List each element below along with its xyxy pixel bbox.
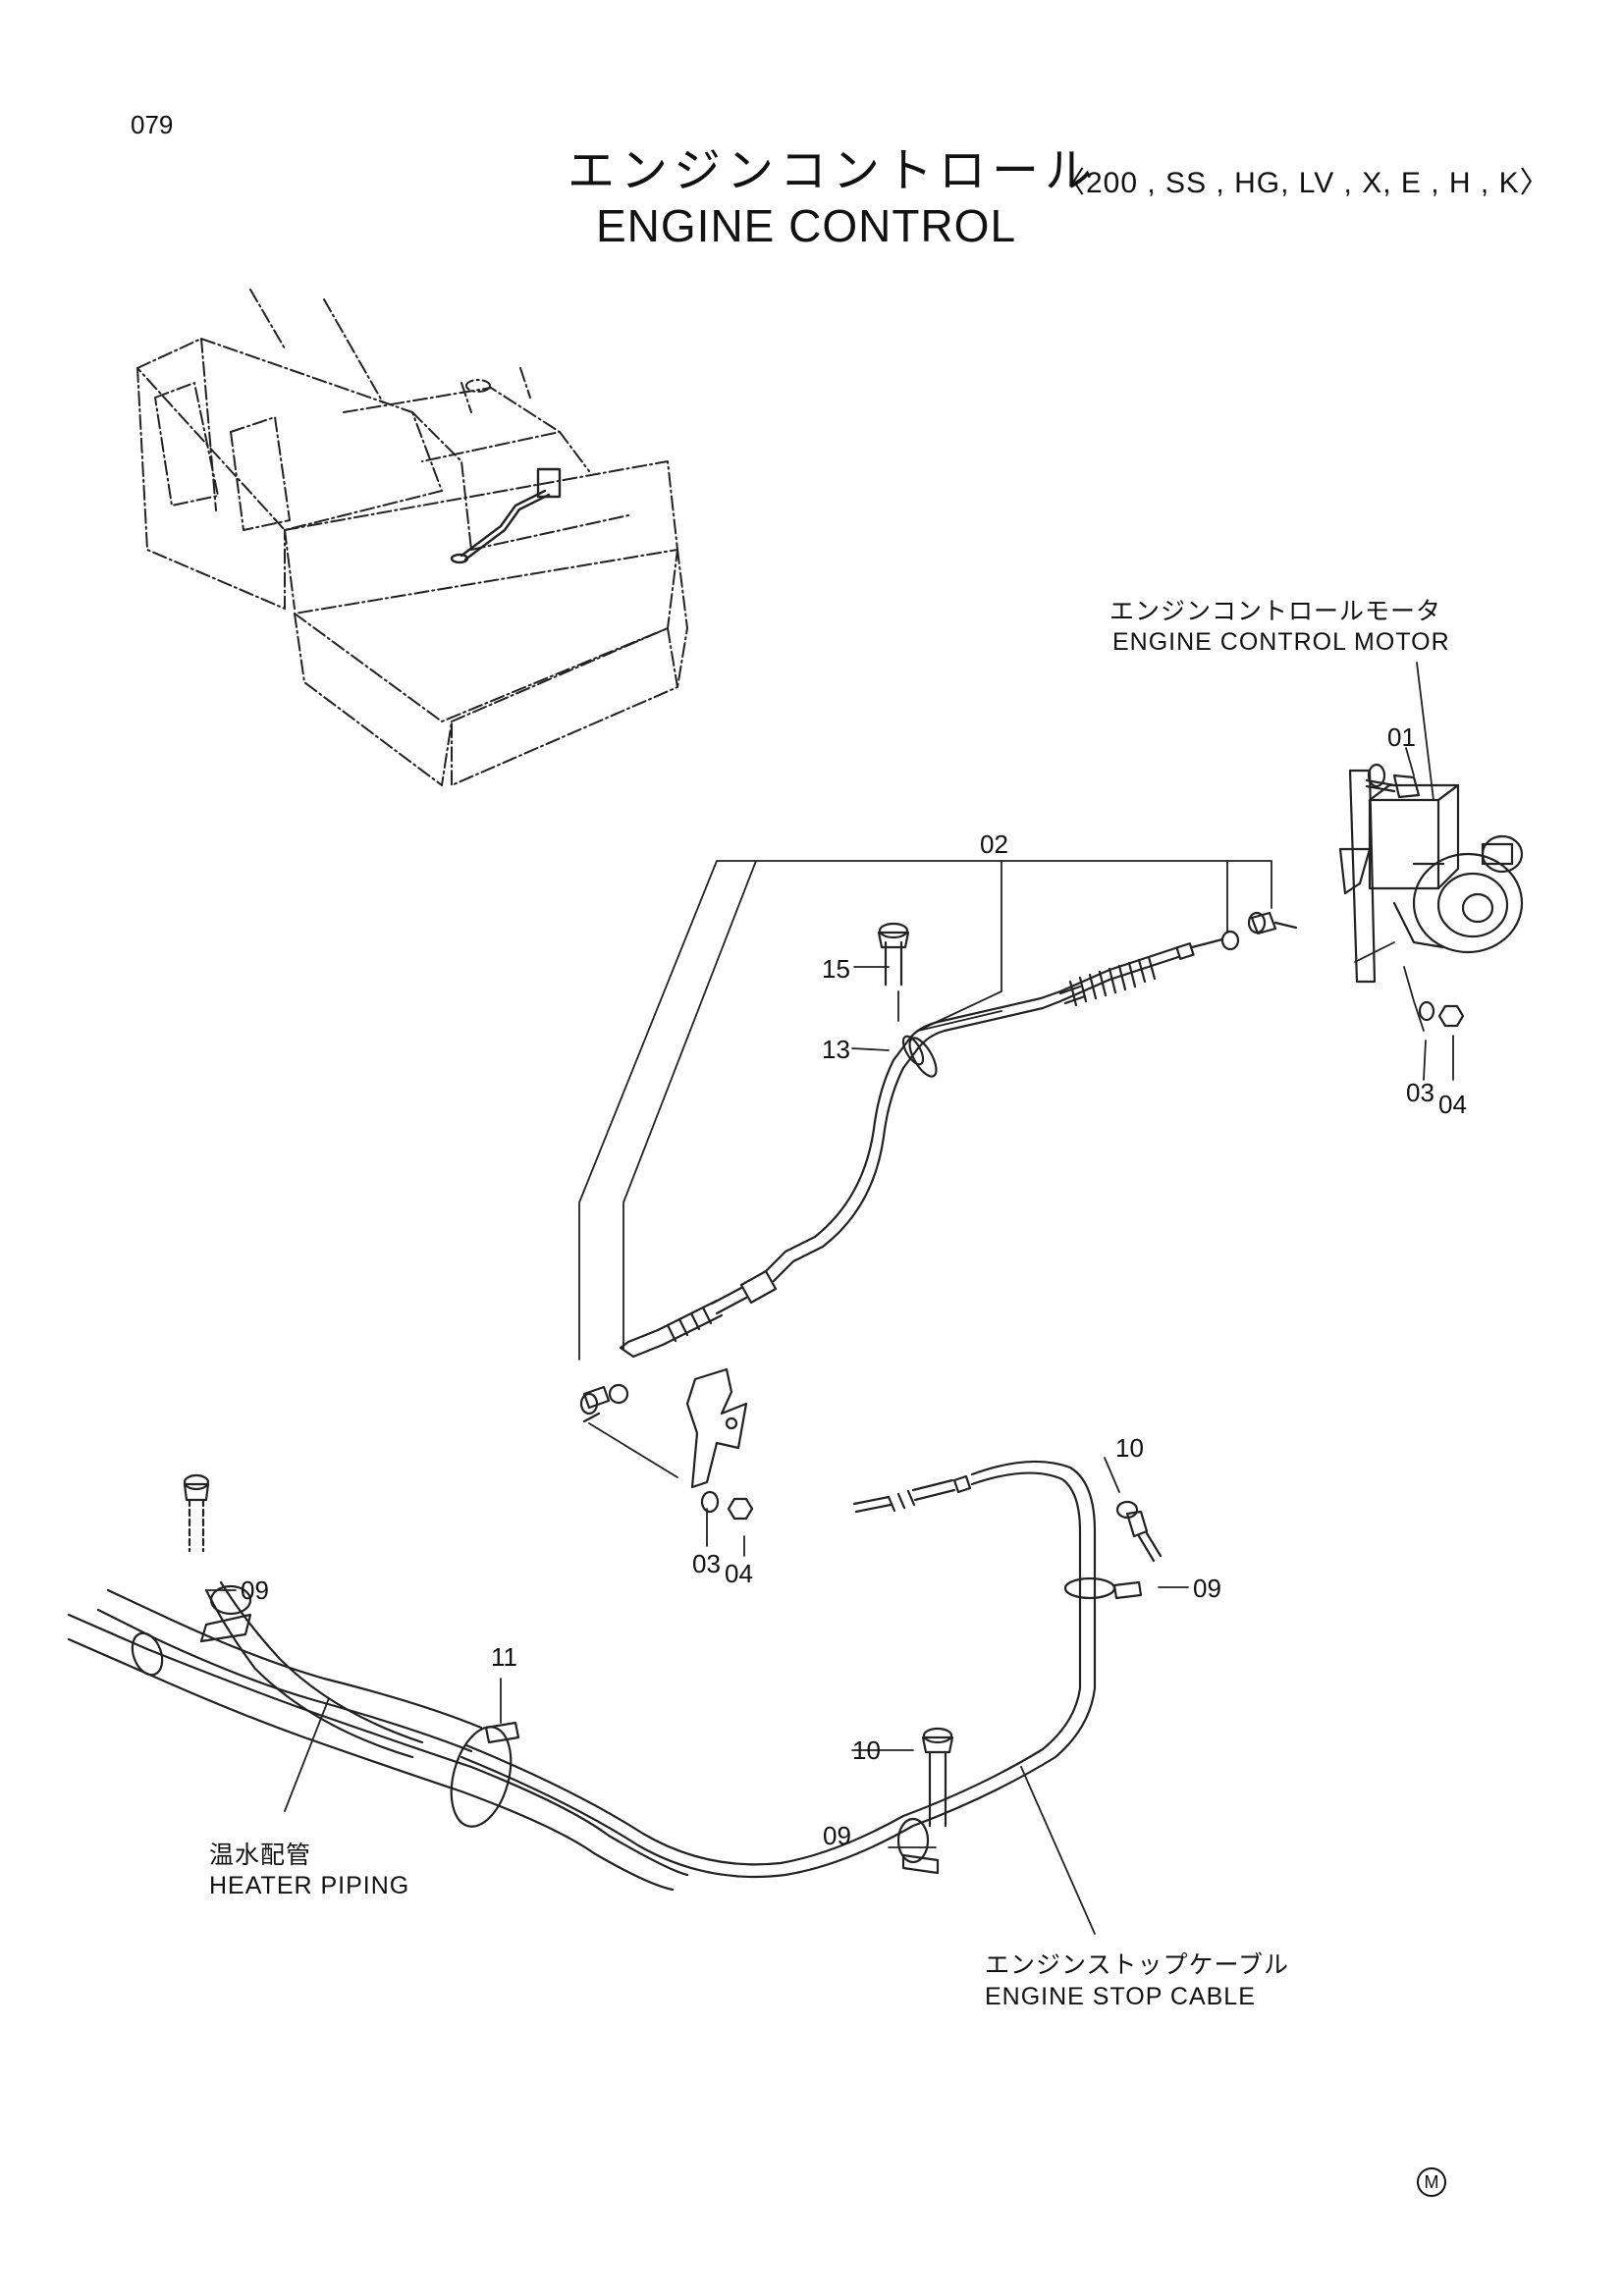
title-model-variants: 〈200 , SS , HG, LV , X, E , H , K〉 [1055, 167, 1550, 199]
motor-icon [1338, 763, 1524, 984]
bolt-15 [877, 922, 910, 987]
cable-location-on-excavator [450, 467, 562, 564]
engine-control-motor-label-en: ENGINE CONTROL MOTOR [1112, 628, 1450, 656]
revision-mark: M [1417, 2167, 1446, 2197]
part-number-01: 01 [1387, 722, 1416, 752]
engine-control-cable [619, 937, 1224, 1359]
part-number-10-bottom: 10 [852, 1735, 881, 1765]
part-number-04-lever: 04 [725, 1559, 753, 1588]
heater-piping [67, 1580, 689, 1892]
clamps-09 [131, 1576, 1143, 1875]
heater-piping-label-en: HEATER PIPING [209, 1872, 410, 1899]
page-number: 079 [131, 110, 174, 139]
title-english: ENGINE CONTROL [596, 200, 1017, 251]
engine-control-motor-label-jp: エンジンコントロールモータ [1109, 597, 1442, 625]
engine-stop-cable-label-en: ENGINE STOP CABLE [985, 1983, 1256, 2010]
governor-lever [579, 1367, 748, 1489]
part-number-09-right: 09 [1193, 1574, 1221, 1603]
washers-and-nuts [700, 1000, 1465, 1521]
part-number-02: 02 [980, 829, 1008, 859]
part-number-03-motor: 03 [1406, 1078, 1434, 1107]
engine-stop-cable [460, 1460, 1097, 1879]
bolts-10 [183, 1473, 1163, 1828]
part-number-09-left: 09 [241, 1575, 269, 1605]
excavator-icon [136, 289, 688, 786]
part-number-15: 15 [822, 954, 850, 984]
part-number-13: 13 [822, 1035, 850, 1064]
title-japanese: エンジンコントロール [568, 143, 1099, 198]
cable-tie-11 [450, 1721, 520, 1828]
cable-end-fittings [1220, 911, 1298, 951]
part-number-04-motor: 04 [1438, 1090, 1467, 1119]
part-number-03-lever: 03 [692, 1549, 721, 1578]
leader-lines [207, 662, 1454, 1935]
part-number-10-top: 10 [1115, 1433, 1144, 1463]
part-number-09-bottom: 09 [823, 1821, 851, 1850]
engine-stop-cable-label-jp: エンジンストップケーブル [985, 1950, 1290, 1979]
heater-piping-label-jp: 温水配管 [209, 1841, 312, 1869]
part-number-11: 11 [491, 1642, 517, 1672]
